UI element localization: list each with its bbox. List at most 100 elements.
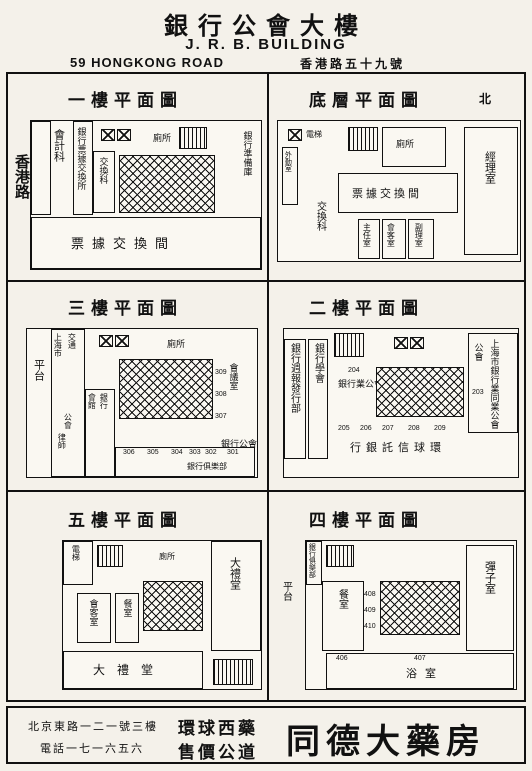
stairs-icon	[348, 127, 378, 151]
room-number: 308	[215, 391, 227, 398]
room-number: 408	[364, 591, 376, 598]
room-number: 409	[364, 607, 376, 614]
room-number: 304	[171, 449, 183, 456]
room-number: 204	[348, 367, 360, 374]
ad-brand-name: 同德大藥房	[286, 722, 486, 762]
plan-second-floor: 銀行週報發行部 銀行學會 204 銀行業公會 205 206 207 208 2…	[283, 328, 519, 478]
room-label: 銀行俱樂部	[308, 543, 317, 578]
room-block	[306, 541, 322, 585]
room-number: 206	[360, 425, 372, 432]
room-label: 會客室	[386, 223, 396, 247]
room-number: 307	[215, 413, 227, 420]
divider-vertical	[267, 74, 269, 700]
room-block	[115, 593, 139, 643]
floor-title: 四樓平面圖	[309, 511, 424, 531]
room-label: 餐室	[336, 589, 348, 609]
room-label: 浴室	[406, 667, 444, 680]
room-label: 餐室	[121, 599, 132, 617]
panel-first-floor: 一樓平面圖 香港路 會計科 銀行票據交換所 廁所 交換科 銀行準備庫 票據交換間	[8, 74, 267, 280]
plan-first-floor: 會計科 銀行票據交換所 廁所 交換科 銀行準備庫 票據交換間	[30, 120, 262, 270]
floor-title: 五樓平面圖	[68, 511, 183, 531]
room-block	[358, 219, 380, 259]
ad-telephone: 電話一七一六五六	[40, 742, 144, 755]
room-label: 廁所	[167, 340, 186, 350]
room-block	[77, 593, 111, 643]
divider-horizontal-1	[8, 280, 524, 282]
room-block	[73, 121, 93, 215]
room-label: 銀行週報發行部	[288, 343, 300, 413]
room-label: 律師	[57, 433, 67, 449]
room-block	[464, 127, 518, 255]
room-number: 305	[147, 449, 159, 456]
room-label: 會計科	[52, 129, 66, 162]
plan-fifth-floor: 電梯 廁所 會客室 餐室 大禮堂 大禮堂	[62, 540, 262, 690]
elevator-icon	[115, 335, 129, 347]
panel-third-floor: 三樓平面圖 平台 上海市 交通 會館 銀行 公會 律師 廁所 309 308 3…	[8, 282, 267, 490]
room-block	[115, 447, 255, 477]
panel-second-floor: 二樓平面圖 銀行週報發行部 銀行學會 204 銀行業公會 205 206 207…	[269, 282, 526, 490]
ad-slogan-2: 售價公道	[178, 743, 258, 763]
room-block	[468, 333, 518, 433]
room-label: 交換科	[97, 157, 108, 184]
room-label: 公會	[63, 413, 73, 429]
panel-fifth-floor: 五樓平面圖 電梯 廁所 會客室 餐室 大禮堂 大禮堂	[8, 492, 267, 700]
room-label: 廁所	[159, 552, 175, 561]
light-well	[380, 581, 460, 635]
room-label: 廁所	[153, 134, 172, 144]
elevator-icon	[410, 337, 424, 349]
room-number: 306	[123, 449, 135, 456]
room-block	[338, 173, 458, 213]
floor-title: 底層平面圖	[309, 91, 424, 111]
room-block	[382, 219, 406, 259]
plan-ground-floor: 電梯 廁所 外勤室 交換科 票據交換間 主任室 會客室 副理室 經理室	[277, 120, 521, 262]
room-label: 經理室	[483, 151, 497, 184]
room-label: 會議室	[227, 363, 238, 390]
hall-block	[63, 651, 203, 689]
room-label: 行銀託信球環	[350, 441, 446, 454]
room-number: 205	[338, 425, 350, 432]
room-label: 公會	[472, 343, 483, 361]
room-label: 銀行	[99, 393, 109, 409]
elevator-icon	[101, 129, 115, 141]
stairs-icon	[326, 545, 354, 567]
room-label: 銀行準備庫	[241, 131, 252, 176]
page-title: 銀行公會大樓	[164, 11, 368, 40]
plan-fourth-floor: 平台 銀行俱樂部 餐室 408 409 410 彈子室 406 407 浴室	[281, 540, 517, 690]
room-label: 電梯	[306, 130, 322, 139]
room-block	[326, 653, 514, 689]
room-label: 平台	[280, 581, 292, 601]
panel-ground-floor: 底層平面圖 北 電梯 廁所 外勤室 交換科 票據交換間 主任室 會客室 副理室 …	[269, 74, 526, 280]
room-number: 208	[408, 425, 420, 432]
room-block	[322, 581, 364, 651]
room-label: 會館	[87, 393, 97, 409]
room-label: 銀行公會	[221, 440, 258, 450]
hall-block	[31, 217, 261, 269]
room-label: 票據交換間	[352, 187, 422, 200]
room-number: 410	[364, 623, 376, 630]
room-block	[85, 389, 115, 477]
room-block	[282, 147, 298, 205]
light-well	[376, 367, 464, 417]
room-number: 406	[336, 655, 348, 662]
stairs-icon	[97, 545, 123, 567]
elevator-icon	[394, 337, 408, 349]
elevator-icon	[288, 129, 302, 141]
room-block	[63, 541, 93, 585]
room-number: 302	[205, 449, 217, 456]
floor-title: 一樓平面圖	[68, 91, 183, 111]
room-label: 銀行業公會	[338, 380, 384, 390]
light-well	[119, 359, 213, 419]
room-block	[211, 541, 261, 651]
room-label: 外勤室	[284, 151, 293, 172]
wall-block	[31, 121, 51, 215]
room-label: 銀行學會	[312, 343, 324, 383]
street-label: 香港路	[13, 154, 31, 199]
address-zh: 香港路五十九號	[300, 57, 406, 71]
room-label: 主任室	[362, 223, 372, 247]
elevator-icon	[99, 335, 113, 347]
stairs-icon	[334, 333, 364, 357]
room-label: 副理室	[414, 223, 424, 247]
room-label: 電梯	[71, 545, 81, 561]
address-en: 59 HONGKONG ROAD	[70, 55, 224, 70]
floor-title: 二樓平面圖	[309, 299, 424, 319]
